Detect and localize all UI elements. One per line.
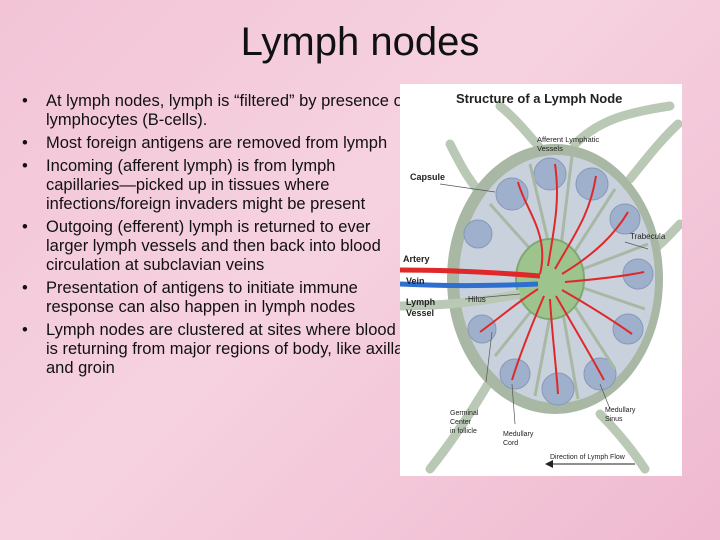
lymph-node-illustration: Structure of a Lymph Node Afferent Lymph… [400,91,682,474]
label-artery: Artery [403,254,430,264]
arrow-head-icon [545,460,553,468]
label-medullary-cord: Medullary [503,431,534,438]
label-lymph-vessel: Lymph [406,297,435,307]
label-vein: Vein [406,276,425,286]
bullet-list: At lymph nodes, lymph is “filtered” by p… [20,92,408,382]
label-trabecula: Trabecula [630,232,666,241]
label-medullary-cord-2: Cord [503,440,518,447]
label-hilus: Hilus [468,295,486,304]
label-germinal-center-2: Center [450,419,472,426]
label-medullary-sinus-2: Sinus [605,416,623,423]
artery-branches [479,163,645,395]
label-germinal-center-3: in follicle [450,428,477,435]
leader-lines [439,183,649,425]
bullet-item: Presentation of antigens to initiate imm… [20,279,408,317]
vein-vessel [400,281,539,288]
label-lymph-flow: Direction of Lymph Flow [550,454,626,461]
label-capsule: Capsule [410,172,445,182]
efferent-lymph-vessel [400,289,521,311]
label-afferent-vessels: Afferent Lymphatic [537,135,599,144]
label-medullary-sinus: Medullary [605,407,636,414]
bullet-item: Most foreign antigens are removed from l… [20,134,408,153]
lymph-node-diagram: Structure of a Lymph Node Afferent Lymph… [400,84,682,476]
artery-vessel [400,267,541,279]
label-lymph-vessel-2: Vessel [406,308,434,318]
bullet-item: At lymph nodes, lymph is “filtered” by p… [20,92,408,130]
label-afferent-vessels-2: Vessels [537,144,563,153]
medulla-shape [515,238,585,320]
bullet-item: Outgoing (efferent) lymph is returned to… [20,218,408,275]
bullet-item: Lymph nodes are clustered at sites where… [20,321,408,378]
label-germinal-center: Germinal [450,410,479,417]
slide-title: Lymph nodes [240,20,480,64]
bullet-item: Incoming (afferent lymph) is from lymph … [20,157,408,214]
diagram-title: Structure of a Lymph Node [456,91,622,106]
